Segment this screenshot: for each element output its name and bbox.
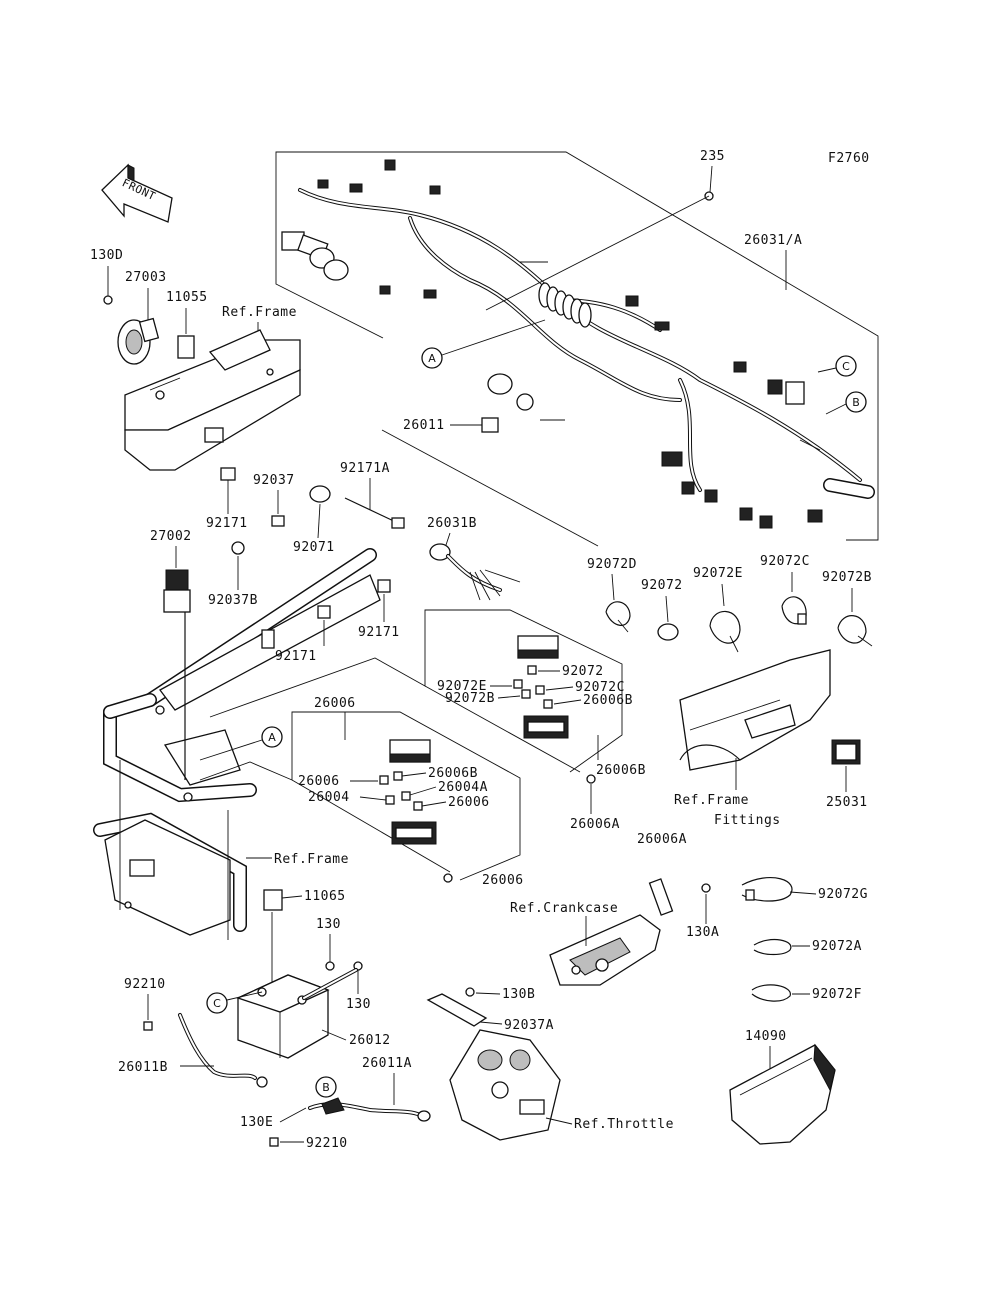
- throttle-body: [449, 1029, 561, 1141]
- ref-frame-2: Ref.Frame: [274, 852, 349, 867]
- callout-b: [845, 391, 867, 413]
- part-92072c: 92072C: [760, 554, 810, 569]
- part-130-a: 130: [316, 917, 341, 932]
- frame-section-top: [124, 329, 301, 471]
- part-11047: 26006A: [637, 832, 687, 847]
- part-92171-a: 92171: [206, 516, 248, 531]
- part-92072: 92072: [641, 578, 683, 593]
- svg-text:A: A: [268, 731, 276, 744]
- part-26004: 26006B: [596, 763, 646, 778]
- callout-a: [421, 347, 443, 369]
- sub-harness-26031b: [429, 543, 521, 601]
- part-26004a: 26006: [314, 696, 356, 711]
- band-clamps: [605, 596, 873, 653]
- part-92072f: 92072F: [812, 987, 862, 1002]
- part-26011b: 26011B: [118, 1060, 168, 1075]
- part-92072g: 92072G: [818, 887, 868, 902]
- part-11065: 11065: [304, 889, 346, 904]
- horn-icon: [117, 317, 160, 365]
- part-92171-b: 92171: [358, 625, 400, 640]
- part-130b: 130B: [502, 987, 535, 1002]
- part-26006-4: 26004: [308, 790, 350, 805]
- crankcase-section: [549, 878, 674, 986]
- part-92210-a: 92210: [124, 977, 166, 992]
- part-26031a: 26031/A: [744, 233, 802, 248]
- part-11055: 11055: [166, 290, 208, 305]
- part-26006a-3: 26006: [448, 795, 490, 810]
- part-26011: 26011: [403, 418, 445, 433]
- front-arrow-icon: FRONT: [101, 163, 173, 223]
- callout-b-cable: [315, 1076, 337, 1098]
- part-92072d: 92072D: [587, 557, 637, 572]
- part-92171-c: 92171: [275, 649, 317, 664]
- svg-text:B: B: [852, 396, 860, 409]
- ref-frame-fittings-1: Ref.Frame: [674, 793, 749, 808]
- part-92037a: 92037A: [504, 1018, 554, 1033]
- part-92037b: 92037B: [208, 593, 258, 608]
- part-14090: 14090: [745, 1029, 787, 1044]
- part-92072b: 92072B: [822, 570, 872, 585]
- part-26012: 26012: [349, 1033, 391, 1048]
- main-wiring-harness: [281, 159, 875, 529]
- battery-icon: [236, 974, 330, 1059]
- ref-frame-1: Ref.Frame: [222, 305, 297, 320]
- part-92071: 92071: [293, 540, 335, 555]
- part-130-b: 130: [346, 997, 371, 1012]
- part-27002: 27002: [150, 529, 192, 544]
- part-25031: 25031: [826, 795, 868, 810]
- part-235: 235: [700, 149, 725, 164]
- ref-crankcase: Ref.Crankcase: [510, 901, 618, 916]
- figure-code: F2760: [828, 151, 870, 166]
- svg-text:C: C: [213, 997, 221, 1010]
- svg-text:C: C: [842, 360, 850, 373]
- svg-text:B: B: [322, 1081, 330, 1094]
- part-27003: 27003: [125, 270, 167, 285]
- part-26006b-2: 92072C: [575, 680, 625, 695]
- part-26006-2: 92072B: [445, 691, 495, 706]
- part-26006b-3: 26006B: [583, 693, 633, 708]
- part-92171a-upper: 92171A: [340, 461, 390, 476]
- callout-c-battery: [206, 992, 228, 1014]
- part-92210-b: 92210: [306, 1136, 348, 1151]
- part-26006-1: 92072E: [437, 679, 487, 694]
- part-26031b: 26031B: [427, 516, 477, 531]
- part-130c-a: 26006A: [570, 817, 620, 832]
- callout-a-frame: [261, 726, 283, 748]
- part-26006a-1: 26006B: [428, 766, 478, 781]
- fuse-box-26004-group: [209, 609, 623, 773]
- cover-14090: [729, 1043, 836, 1145]
- part-26011a: 26011A: [362, 1056, 412, 1071]
- frame-fittings: [679, 649, 831, 771]
- callout-c: [835, 355, 857, 377]
- svg-text:A: A: [428, 352, 436, 365]
- part-26006b-1: 92072: [562, 664, 604, 679]
- band-clamps-lower: [741, 877, 793, 1002]
- part-26006-3: 26006: [298, 774, 340, 789]
- part-92037: 92037: [253, 473, 295, 488]
- fuse-box-26004a-group: [199, 711, 521, 881]
- ref-throttle: Ref.Throttle: [574, 1117, 674, 1132]
- part-130e: 130E: [240, 1115, 273, 1130]
- part-92072a: 92072A: [812, 939, 862, 954]
- part-130a: 130A: [686, 925, 719, 940]
- main-harness-box: [275, 151, 879, 547]
- cable-26011a: [308, 1097, 431, 1122]
- part-130d: 130D: [90, 248, 123, 263]
- part-130c-b: 26006: [482, 873, 524, 888]
- part-26006a-2: 26004A: [438, 780, 488, 795]
- ref-frame-fittings-2: Fittings: [714, 813, 781, 828]
- part-92072e: 92072E: [693, 566, 743, 581]
